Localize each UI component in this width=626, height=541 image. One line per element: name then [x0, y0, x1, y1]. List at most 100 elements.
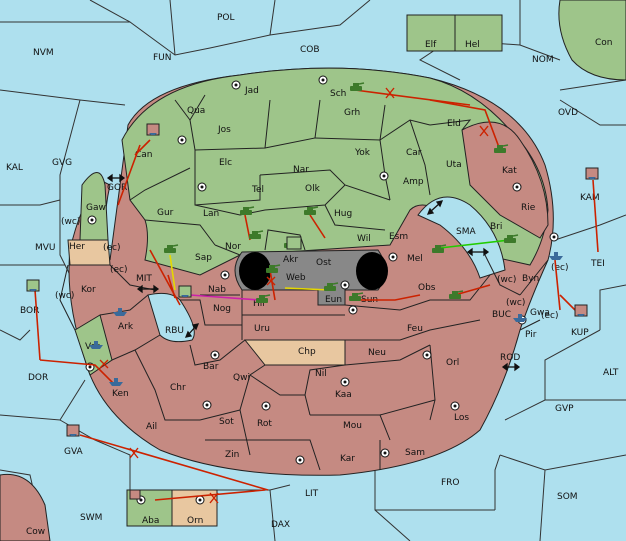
supply-center-icon	[512, 182, 522, 192]
coast-her-ec: (ec)	[103, 243, 121, 253]
unit-box-icon	[574, 304, 588, 317]
label-zin: Zin	[225, 450, 239, 460]
label-ost: Ost	[316, 258, 332, 268]
label-sam: Sam	[405, 448, 425, 458]
double-arrow-icon	[501, 362, 521, 372]
army-unit-icon	[504, 234, 519, 243]
label-kat: Kat	[502, 166, 517, 176]
label-som: SOM	[557, 492, 578, 502]
label-alt: ALT	[603, 368, 619, 378]
supply-center-icon	[318, 75, 328, 85]
label-los: Los	[454, 413, 469, 423]
label-car: Car	[406, 148, 422, 158]
label-ovd: OVD	[558, 108, 578, 118]
fleet-unit-icon	[113, 308, 127, 316]
fleet-unit-icon	[549, 252, 563, 260]
label-sch: Sch	[330, 89, 346, 99]
unit-box-icon	[585, 167, 599, 180]
label-uru: Uru	[254, 324, 270, 334]
label-dor: DOR	[28, 373, 48, 383]
army-unit-icon	[432, 244, 447, 253]
unit-box-icon	[178, 285, 192, 298]
supply-center-icon	[87, 215, 97, 225]
coast-kor-wc: (wc)	[55, 291, 74, 301]
label-neu: Neu	[368, 348, 386, 358]
label-grh: Grh	[344, 108, 360, 118]
label-bri: Bri	[490, 222, 502, 232]
label-kar: Kar	[340, 454, 355, 464]
label-nar: Nar	[293, 165, 309, 175]
label-rot: Rot	[257, 419, 272, 429]
fleet-unit-icon	[513, 314, 527, 322]
label-feu: Feu	[407, 324, 423, 334]
army-unit-icon	[449, 290, 464, 299]
supply-center-icon	[177, 135, 187, 145]
internal-borders	[59, 94, 549, 471]
supply-center-icon	[340, 377, 350, 387]
label-kor: Kor	[81, 285, 96, 295]
label-kaa: Kaa	[335, 390, 352, 400]
con-land	[558, 0, 626, 81]
double-arrow-icon	[426, 200, 444, 215]
label-elf: Elf	[425, 40, 437, 50]
label-sap: Sap	[195, 253, 212, 263]
army-unit-icon	[324, 282, 339, 291]
label-sot: Sot	[219, 417, 234, 427]
label-hil: Hil	[253, 299, 265, 309]
coast-gwa-ec: (ec)	[541, 311, 559, 321]
supply-center-icon	[380, 448, 390, 458]
coast-byn-wc: (wc)	[497, 275, 516, 285]
fleet-unit-icon	[89, 341, 103, 349]
label-orn: Orn	[187, 516, 203, 526]
double-arrow-icon	[184, 323, 200, 338]
label-web: Web	[286, 273, 306, 283]
label-gvg: GVG	[52, 158, 72, 168]
label-tel: Tel	[251, 185, 264, 195]
label-rod: ROD	[500, 353, 520, 363]
label-uta: Uta	[446, 160, 462, 170]
label-hel: Hel	[465, 40, 480, 50]
label-fun: FUN	[153, 53, 172, 63]
coast-byn-ec: (ec)	[551, 263, 569, 273]
label-nog: Nog	[213, 304, 231, 314]
double-arrow-icon	[136, 284, 160, 294]
label-orl: Orl	[446, 358, 459, 368]
army-unit-icon	[494, 144, 509, 153]
label-kam: KAM	[580, 193, 600, 203]
label-dax: DAX	[271, 520, 290, 530]
label-mel: Mel	[407, 254, 423, 264]
supply-center-icon	[450, 401, 460, 411]
supply-center-icon	[220, 270, 230, 280]
supply-center-icon	[379, 171, 389, 181]
label-chr: Chr	[170, 383, 186, 393]
label-qua: Qua	[187, 106, 205, 116]
supply-center-icon	[231, 80, 241, 90]
label-esm: Esm	[389, 232, 408, 242]
label-swm: SWM	[80, 513, 102, 523]
order-lines	[34, 89, 599, 501]
army-unit-icon	[240, 206, 255, 215]
label-tei: TEI	[590, 259, 605, 269]
units	[26, 82, 599, 500]
label-nab: Nab	[208, 285, 226, 295]
passage-arrows	[106, 173, 521, 372]
continent-green	[121, 67, 549, 276]
label-nvm: NVM	[33, 48, 54, 58]
label-olk: Olk	[305, 184, 321, 194]
label-ail: Ail	[146, 422, 157, 432]
unit-box-icon	[286, 236, 302, 250]
label-cob: COB	[300, 45, 320, 55]
bounce-marks	[99, 87, 489, 504]
cow-land	[0, 473, 51, 541]
label-pir: Pir	[525, 330, 537, 340]
elf-hel-island	[406, 14, 503, 52]
double-arrow-icon	[466, 247, 490, 257]
supply-center-icon	[422, 350, 432, 360]
army-unit-icon	[304, 206, 319, 215]
label-nor: Nor	[225, 242, 241, 252]
double-arrow-icon	[106, 173, 126, 183]
label-con: Con	[595, 38, 613, 48]
army-unit-icon	[349, 292, 364, 301]
label-gvp: GVP	[555, 404, 574, 414]
